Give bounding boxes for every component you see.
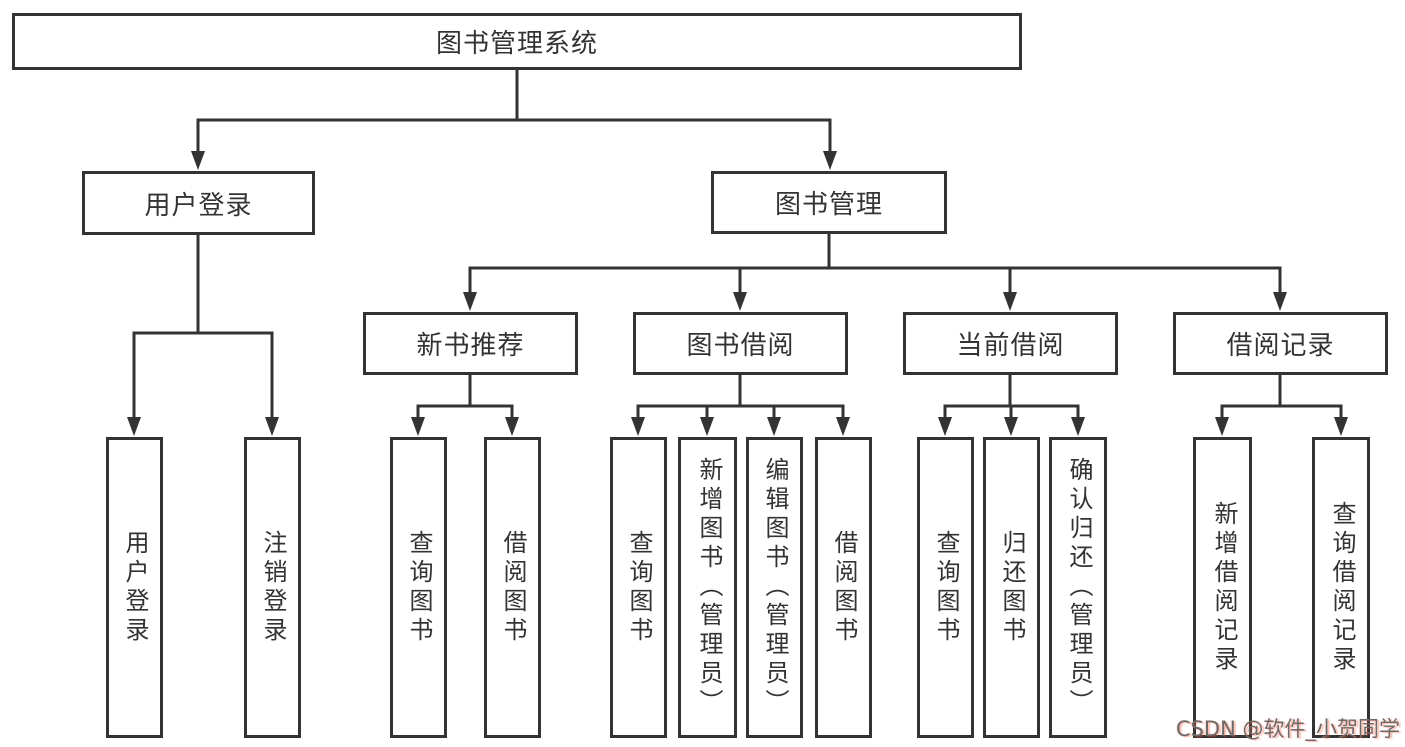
leaf-query-books-rec: 查询图书 (390, 437, 447, 738)
leaf-borrow-books-rec: 借阅图书 (484, 437, 541, 738)
node-current-borrow: 当前借阅 (903, 312, 1118, 375)
leaf-add-book-admin: 新增图书（管理员） (678, 437, 737, 738)
leaf-user-login: 用户登录 (106, 437, 163, 738)
leaf-logout: 注销登录 (244, 437, 301, 738)
node-library-management-system: 图书管理系统 (12, 13, 1022, 70)
leaf-add-borrow-record: 新增借阅记录 (1193, 437, 1252, 738)
watermark: CSDN @软件_小贺同学 (1175, 717, 1400, 741)
leaf-borrow-books: 借阅图书 (815, 437, 872, 738)
node-new-book-recommend: 新书推荐 (363, 312, 578, 375)
node-borrow-records: 借阅记录 (1173, 312, 1388, 375)
leaf-query-books-borrow: 查询图书 (610, 437, 667, 738)
node-book-management: 图书管理 (711, 171, 947, 234)
leaf-query-borrow-record: 查询借阅记录 (1312, 437, 1370, 738)
leaf-edit-book-admin: 编辑图书（管理员） (746, 437, 803, 738)
leaf-confirm-return-admin: 确认归还（管理员） (1049, 437, 1107, 738)
node-user-login: 用户登录 (82, 171, 315, 235)
node-book-borrow: 图书借阅 (633, 312, 848, 375)
leaf-query-books-current: 查询图书 (917, 437, 974, 738)
leaf-return-book: 归还图书 (983, 437, 1040, 738)
